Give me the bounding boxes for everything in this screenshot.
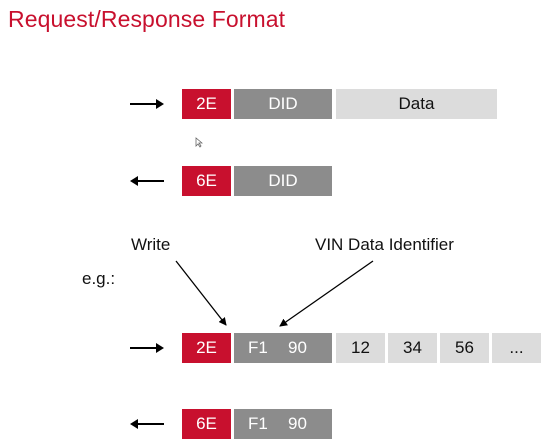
did-low-byte: 90 (288, 338, 307, 357)
request-sid-box: 2E (182, 89, 231, 119)
example-label: e.g.: (82, 269, 116, 288)
data-byte-box: 12 (336, 333, 385, 363)
page-title: Request/Response Format (8, 6, 286, 32)
response-sid-box: 6E (182, 166, 231, 196)
example-response-arrow-icon (130, 419, 164, 429)
did-low-byte: 90 (288, 414, 307, 433)
example-request-arrow-icon (130, 343, 164, 353)
data-ellipsis-box: ... (492, 333, 541, 363)
data-byte-box: 56 (440, 333, 489, 363)
write-label: Write (131, 235, 171, 254)
response-did-box: DID (234, 166, 332, 196)
example-request-sid-box: 2E (182, 333, 231, 363)
request-data-box: Data (336, 89, 497, 119)
vin-pointer-line (279, 260, 374, 327)
request-did-box: DID (234, 89, 332, 119)
example-request-did-box: F1 90 (234, 333, 332, 363)
did-high-byte: F1 (248, 414, 268, 433)
mouse-cursor-icon (195, 137, 203, 148)
did-high-byte: F1 (248, 338, 268, 357)
response-arrow-icon (130, 176, 164, 186)
request-arrow-icon (130, 99, 164, 109)
example-response-did-box: F1 90 (234, 409, 332, 439)
write-pointer-line (175, 260, 227, 326)
data-byte-box: 34 (388, 333, 437, 363)
vin-label: VIN Data Identifier (315, 235, 454, 254)
example-response-sid-box: 6E (182, 409, 231, 439)
